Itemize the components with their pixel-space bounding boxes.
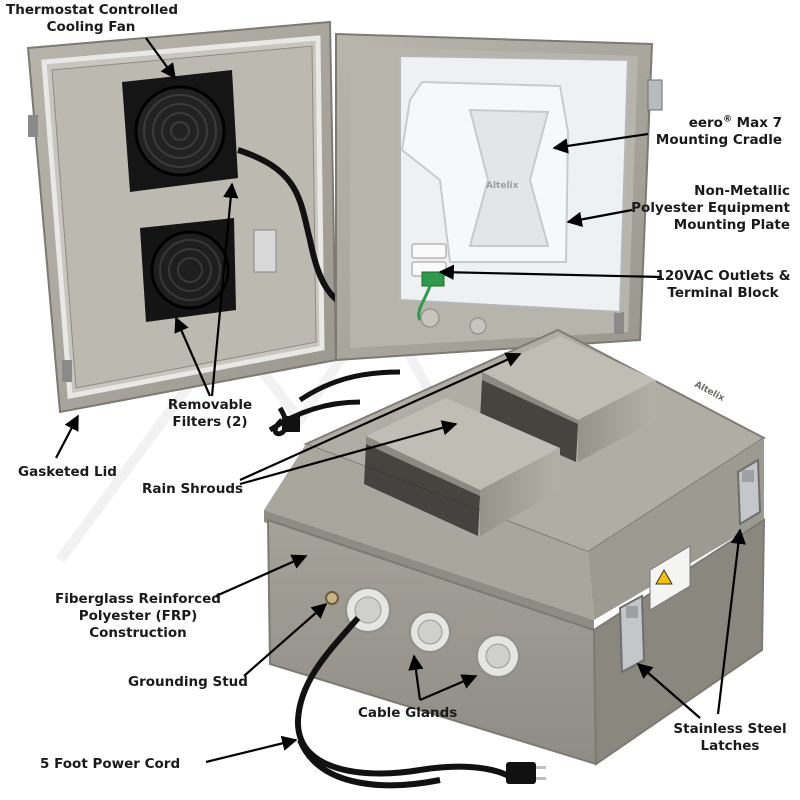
label-mounting-plate: Non-Metallic Polyester Equipment Mountin… (631, 183, 790, 233)
rain-shroud (364, 398, 560, 536)
latch (647, 79, 663, 111)
plate-logo: Altelix (486, 181, 519, 191)
label-cable-glands: Cable Glands (358, 705, 458, 721)
grounding-stud (325, 591, 339, 605)
label-frp-construction: Fiberglass Reinforced Polyester (FRP) Co… (55, 591, 221, 641)
label-gasketed-lid: Gasketed Lid (18, 464, 117, 480)
terminal-block (421, 271, 445, 287)
rain-shroud (480, 336, 656, 462)
label-rain-shrouds: Rain Shrouds (142, 481, 244, 497)
label-stainless-latches: Stainless Steel Latches (673, 721, 787, 754)
cooling-fan (122, 70, 238, 192)
cable-gland (476, 634, 520, 678)
plug (506, 762, 546, 784)
outlets (411, 243, 447, 287)
label-cooling-fan: Thermostat Controlled Cooling Fan (6, 2, 178, 35)
label-power-cord: 5 Foot Power Cord (40, 756, 181, 772)
warning-label (649, 545, 691, 611)
eero-cradle (400, 80, 570, 263)
removable-filter (140, 218, 236, 322)
stainless-latch (618, 594, 646, 674)
label-grounding-stud: Grounding Stud (128, 674, 248, 690)
open-enclosure: Altelix (26, 20, 663, 414)
label-outlets: 120VAC Outlets & Terminal Block (655, 268, 791, 301)
lid-logo: Altelix (693, 380, 727, 404)
closed-enclosure: Altelix (264, 328, 766, 766)
cable-gland (409, 611, 451, 653)
label-removable-filters: Removable Filters (2) (167, 397, 253, 430)
callout-arrows (55, 37, 747, 764)
stainless-latch (736, 458, 762, 526)
label-eero-cradle: eero® Max 7 Mounting Cradle (655, 114, 782, 148)
power-cord (294, 616, 514, 789)
thermostat-label (253, 229, 277, 273)
